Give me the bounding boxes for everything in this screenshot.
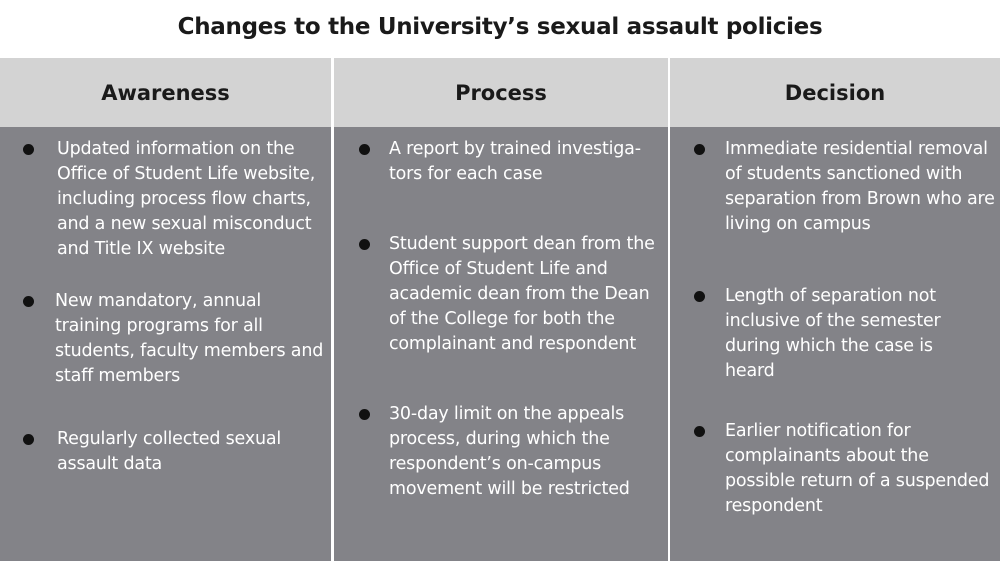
bullet-icon <box>23 296 34 307</box>
list-item: A report by trained investiga- tors for … <box>359 137 641 187</box>
decision-body: Immediate residential removal of student… <box>670 127 1000 561</box>
bullet-icon <box>359 409 370 420</box>
list-item: Updated information on the Office of Stu… <box>23 137 315 262</box>
list-item: 30-day limit on the appeals process, dur… <box>359 402 630 502</box>
list-item-text: Regularly collected sexual assault data <box>57 429 282 474</box>
list-item-text: Student support dean from the Office of … <box>389 234 655 354</box>
process-header: Process <box>334 58 668 127</box>
list-item-text: Length of separation not inclusive of th… <box>725 286 941 381</box>
awareness-column: Awareness Updated information on the Off… <box>0 58 331 561</box>
list-item: Student support dean from the Office of … <box>359 232 655 357</box>
bullet-icon <box>23 434 34 445</box>
list-item: Earlier notification for complainants ab… <box>694 419 989 519</box>
process-body: A report by trained investiga- tors for … <box>334 127 668 561</box>
bullet-icon <box>694 144 705 155</box>
bullet-icon <box>694 426 705 437</box>
awareness-body: Updated information on the Office of Stu… <box>0 127 331 561</box>
decision-header: Decision <box>670 58 1000 127</box>
process-column: Process A report by trained investiga- t… <box>334 58 668 561</box>
list-item: Regularly collected sexual assault data <box>23 427 281 477</box>
policy-table: Awareness Updated information on the Off… <box>0 58 1000 561</box>
list-item-text: Updated information on the Office of Stu… <box>57 139 316 259</box>
list-item: Immediate residential removal of student… <box>694 137 995 237</box>
list-item-text: Immediate residential removal of student… <box>725 139 995 234</box>
list-item-text: New mandatory, annual training programs … <box>55 291 324 386</box>
list-item-text: 30-day limit on the appeals process, dur… <box>389 404 630 499</box>
list-item: Length of separation not inclusive of th… <box>694 284 941 384</box>
bullet-icon <box>694 291 705 302</box>
list-item-text: A report by trained investiga- tors for … <box>389 139 641 184</box>
bullet-icon <box>23 144 34 155</box>
bullet-icon <box>359 239 370 250</box>
list-item-text: Earlier notification for complainants ab… <box>725 421 990 516</box>
bullet-icon <box>359 144 370 155</box>
list-item: New mandatory, annual training programs … <box>23 289 323 389</box>
decision-column: Decision Immediate residential removal o… <box>670 58 1000 561</box>
page-title: Changes to the University’s sexual assau… <box>177 14 823 40</box>
awareness-header: Awareness <box>0 58 331 127</box>
